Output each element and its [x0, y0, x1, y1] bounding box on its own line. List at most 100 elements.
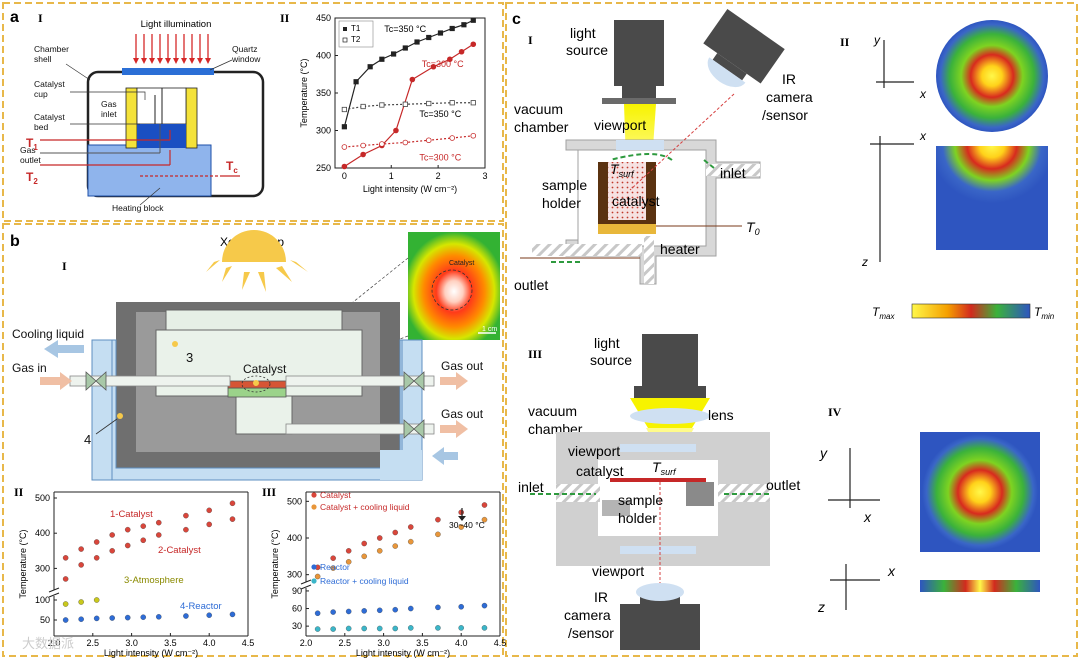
- series-point: [458, 48, 465, 55]
- y-axis-label: Temperature (°C): [18, 529, 28, 598]
- series-point: [330, 609, 336, 615]
- axis-z-c4: z: [817, 599, 825, 615]
- y-tick-label: 250: [316, 163, 331, 173]
- sun-icon: [206, 230, 308, 292]
- catalyst-bed: [137, 124, 186, 148]
- series-point: [379, 102, 385, 108]
- series-point: [458, 604, 464, 610]
- axis-break-mark: [48, 587, 60, 593]
- series-point: [345, 548, 352, 554]
- axis-break-mark: [48, 592, 60, 598]
- y-tick-label: 350: [316, 88, 331, 98]
- light-source-1a: light: [570, 25, 596, 41]
- quartz-label-2: window: [231, 54, 261, 64]
- panel-b-sub1: I: [62, 259, 67, 273]
- quartz-label-1: Quartz: [232, 44, 258, 54]
- cooling-out-arrow: [44, 340, 84, 358]
- tc-label: Tc: [226, 159, 238, 175]
- series-point: [425, 137, 432, 144]
- panel-c-setup-1: c I light source IR camera /sensor vacuu…: [512, 8, 813, 293]
- legend-entry: T2: [351, 35, 361, 44]
- legend-entry: Reactor + cooling liquid: [320, 576, 409, 586]
- y-tick-label: 400: [287, 533, 302, 543]
- series-point: [345, 608, 352, 615]
- ir-label-1b: camera: [766, 89, 813, 105]
- series-point: [341, 163, 348, 170]
- axis-y-c2: y: [873, 33, 881, 47]
- ir-label-1c: /sensor: [762, 107, 808, 123]
- y-tick-label: 60: [292, 604, 302, 614]
- axis-x-c4b: x: [887, 563, 896, 579]
- gas-out-arrow-1: [440, 372, 468, 390]
- panel-c-setup-3: III light source vacuum chamber lens vie…: [518, 334, 800, 650]
- series-point: [183, 613, 189, 619]
- series-point: [426, 34, 432, 41]
- series-point: [379, 56, 385, 62]
- series-point: [206, 521, 212, 528]
- series-point: [229, 500, 236, 507]
- chamber-label-1: Chamber: [34, 44, 69, 54]
- series-point: [376, 607, 383, 614]
- annotation: Tc=300 °C: [422, 59, 464, 69]
- series-point: [449, 135, 455, 141]
- cooling-liquid-label: Cooling liquid: [12, 327, 84, 341]
- bed-label-2: bed: [34, 122, 48, 132]
- quartz-window: [122, 68, 214, 75]
- catalyst-label: Catalyst: [243, 362, 287, 376]
- axis-break-mark: [300, 584, 312, 590]
- ir-label-3c: /sensor: [568, 625, 614, 641]
- x-tick-label: 1: [389, 171, 394, 181]
- ir-camera-1: [703, 8, 785, 88]
- series-point: [437, 30, 444, 36]
- series-point: [379, 141, 385, 147]
- x-tick-label: 3.5: [164, 638, 177, 648]
- x-tick-label: 3.5: [416, 638, 429, 648]
- series-point: [140, 537, 146, 543]
- x-tick-label: 4.5: [242, 638, 255, 648]
- series-point: [408, 538, 414, 545]
- axis-break: [302, 582, 310, 588]
- series-point: [390, 51, 397, 57]
- series-point: [109, 548, 115, 554]
- series-point: [470, 17, 476, 23]
- series-point: [392, 543, 398, 549]
- series-point: [206, 612, 212, 618]
- series-point: [367, 64, 373, 70]
- catalyst-1: catalyst: [612, 193, 660, 209]
- axis-y-c4: y: [819, 445, 828, 461]
- tsurf-1: Tsurf: [610, 161, 635, 179]
- x-tick-label: 2.5: [87, 638, 100, 648]
- x-tick-label: 2.5: [339, 638, 352, 648]
- heatmap-catalyst-label: Catalyst: [449, 260, 474, 267]
- annotation: 30~40 °C: [449, 520, 485, 530]
- panel-c-sub2: II: [840, 35, 850, 49]
- x-tick-label: 4.0: [203, 638, 216, 648]
- series-point: [458, 509, 464, 516]
- x-axis-label: Light intensity (W cm⁻²): [363, 184, 457, 194]
- y-tick-label: 300: [287, 570, 302, 580]
- cup-label-2: cup: [34, 89, 48, 99]
- x-tick-label: 2: [436, 171, 441, 181]
- watermark: 大数据派: [22, 636, 74, 651]
- y-tick-label: 90: [292, 586, 302, 596]
- series-point: [78, 616, 84, 622]
- series-point: [78, 599, 84, 605]
- catalyst-3: catalyst: [576, 463, 624, 479]
- series-point: [392, 625, 398, 632]
- series-point: [314, 610, 321, 616]
- series-point: [435, 516, 441, 523]
- inlet-3: inlet: [518, 479, 544, 495]
- series-point: [330, 565, 336, 571]
- legend-entry: Reactor: [320, 562, 350, 572]
- series-point: [408, 625, 414, 631]
- series-point: [62, 576, 69, 582]
- y-tick-label: 500: [35, 493, 50, 503]
- series-point: [402, 139, 409, 146]
- series-label: 2-Catalyst: [158, 545, 201, 556]
- series-point: [470, 41, 477, 48]
- series-point: [376, 535, 383, 541]
- annotation: Tc=300 °C: [419, 153, 461, 163]
- sample-holder-1b: holder: [542, 195, 581, 211]
